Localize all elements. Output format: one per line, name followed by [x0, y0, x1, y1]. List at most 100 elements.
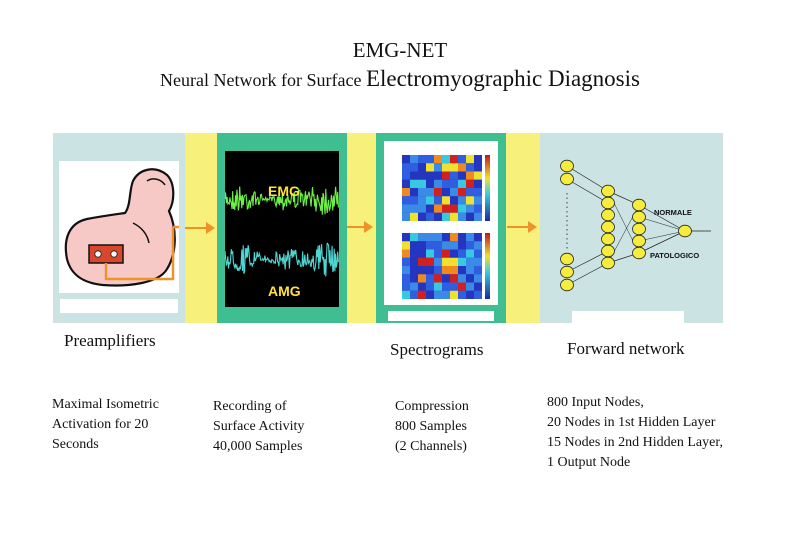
spectrogram-cell: [458, 241, 466, 250]
spectrogram-cell: [474, 290, 482, 299]
spectrogram-cell: [410, 282, 418, 291]
spectrogram-cell: [426, 155, 434, 164]
spectrogram-cell: [466, 188, 474, 197]
spectrogram-cell: [426, 241, 434, 250]
spectrogram-cell: [442, 257, 450, 266]
spectrogram-cell: [450, 249, 458, 258]
network-connection: [566, 250, 609, 273]
spectrogram-cell: [458, 204, 466, 213]
emg-waveform: [225, 186, 339, 215]
network-connection: [566, 178, 609, 204]
spectrogram-cell: [442, 155, 450, 164]
spectrogram-cell: [434, 171, 442, 180]
spectrogram-cell: [474, 282, 482, 291]
spectrogram-cell: [474, 196, 482, 205]
spectrogram-cell: [442, 171, 450, 180]
spectrogram-cell: [442, 163, 450, 172]
spectrogram-cell: [410, 290, 418, 299]
spectrogram-cell: [426, 196, 434, 205]
spectrogram-cell: [458, 274, 466, 283]
spectrogram-cell: [426, 282, 434, 291]
arm-shape: [64, 168, 176, 287]
hidden1-node: [601, 220, 615, 234]
spectrogram-cell: [402, 282, 410, 291]
label-bar: [572, 311, 684, 323]
spectrogram-cell: [410, 171, 418, 180]
spectrogram-cell: [450, 233, 458, 242]
input-node: [560, 278, 574, 292]
network-connection: [566, 165, 609, 192]
arm-electrode-icon: [64, 168, 179, 287]
spectrogram-cell: [458, 171, 466, 180]
spectrogram-cell: [434, 155, 442, 164]
spectrogram-cell: [474, 179, 482, 188]
spectrogram-cell: [434, 188, 442, 197]
spectrogram-cell: [418, 171, 426, 180]
spectrogram-cell: [450, 290, 458, 299]
spectrogram-cell: [410, 274, 418, 283]
input-node: [560, 159, 574, 173]
spectrogram-cell: [466, 266, 474, 275]
hidden2-node: [632, 198, 646, 212]
network-connection: [638, 230, 686, 242]
spectrogram-cell: [426, 274, 434, 283]
spectrogram-cell: [450, 282, 458, 291]
spectrogram-cell: [458, 163, 466, 172]
recording-panel: EMG AMG: [217, 133, 347, 323]
spectrogram-cell: [402, 290, 410, 299]
spectrogram-cell: [418, 290, 426, 299]
spectrogram-cell: [410, 266, 418, 275]
network-diagram: NORMALE PATOLOGICO: [560, 159, 711, 292]
spectrogram-cell: [474, 188, 482, 197]
spectrogram-cell: [442, 290, 450, 299]
spectrogram-cell: [434, 163, 442, 172]
spectrogram-cell: [442, 204, 450, 213]
spectrogram-cell: [434, 212, 442, 221]
spectrogram-cell: [418, 257, 426, 266]
output-label-patologico: PATOLOGICO: [650, 251, 699, 260]
spectrogram-cell: [418, 241, 426, 250]
hidden2-node: [632, 222, 646, 236]
spectrogram-cell: [410, 233, 418, 242]
spectrogram-cell: [458, 290, 466, 299]
spectrogram-cell: [426, 212, 434, 221]
description-network: 800 Input Nodes, 20 Nodes in 1st Hidden …: [547, 395, 723, 470]
label-bar: [60, 299, 178, 313]
spectrogram-cell: [418, 282, 426, 291]
spectrogram-cell: [434, 290, 442, 299]
spectrogram-cell: [426, 163, 434, 172]
spectrogram-cell: [458, 249, 466, 258]
hidden2-node: [632, 246, 646, 260]
spectrogram-cell: [402, 155, 410, 164]
spectrogram-cell: [458, 188, 466, 197]
output-label-normale: NORMALE: [654, 208, 692, 217]
spectrogram-cell: [402, 204, 410, 213]
spectrogram-cell: [434, 196, 442, 205]
spectrogram-cell: [434, 274, 442, 283]
spectrogram-cell: [426, 171, 434, 180]
spectrogram-cell: [410, 188, 418, 197]
spectrogram-cell: [466, 204, 474, 213]
spectrogram-cell: [466, 163, 474, 172]
spectrogram-cell: [466, 233, 474, 242]
spectrogram-cell: [450, 257, 458, 266]
network-connection: [566, 262, 609, 286]
arrow-3: [507, 221, 537, 233]
spectrogram-cell: [466, 257, 474, 266]
spectrogram-cell: [410, 249, 418, 258]
spectrogram-cell: [442, 188, 450, 197]
spectrogram-cell: [410, 179, 418, 188]
spectrogram-cell: [434, 179, 442, 188]
spectrogram-cell: [426, 179, 434, 188]
spectrogram-cell: [458, 282, 466, 291]
spectrogram-cell: [410, 212, 418, 221]
spectrogram-emg: [402, 155, 482, 221]
spectrogram-cell: [418, 274, 426, 283]
spectrogram-cell: [426, 257, 434, 266]
spectrogram-cell: [442, 241, 450, 250]
output-node: [678, 224, 692, 238]
network-connection: [638, 216, 686, 232]
spectrogram-cell: [434, 241, 442, 250]
spectrogram-cell: [450, 163, 458, 172]
subtitle-prefix: Neural Network for Surface: [160, 70, 366, 90]
